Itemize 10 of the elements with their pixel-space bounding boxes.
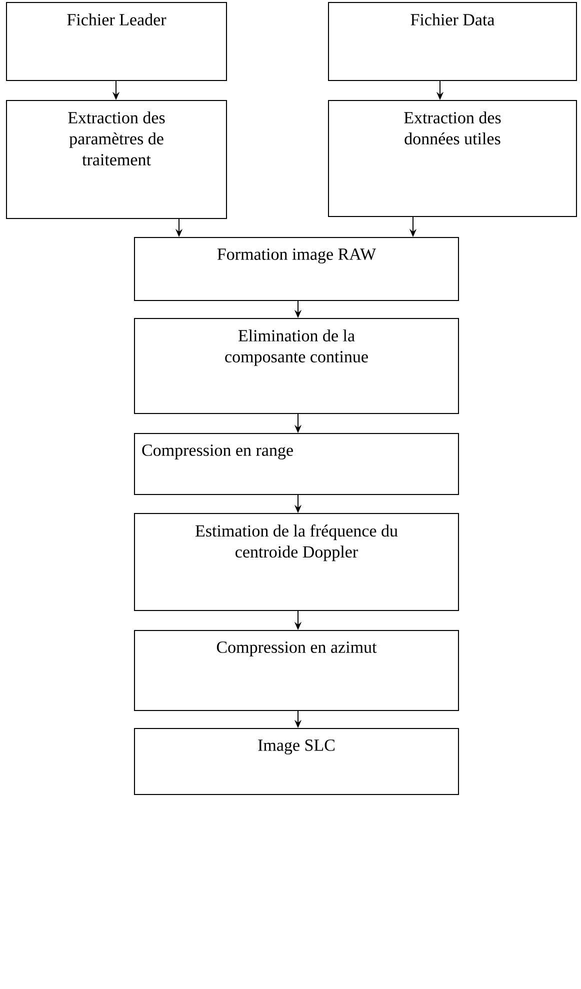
process-box: Formation image RAW <box>134 237 459 301</box>
process-box: Extraction des paramètres de traitement <box>6 100 227 220</box>
process-box: Extraction des données utiles <box>328 100 577 218</box>
process-box: Fichier Leader <box>6 2 227 82</box>
process-box: Estimation de la fréquence du centroide Doppler <box>134 513 459 611</box>
process-box: Compression en range <box>134 433 459 495</box>
process-box: Compression en azimut <box>134 630 459 711</box>
process-box: Image SLC <box>134 728 459 795</box>
process-box: Elimination de la composante continue <box>134 318 459 414</box>
process-box: Fichier Data <box>328 2 577 82</box>
